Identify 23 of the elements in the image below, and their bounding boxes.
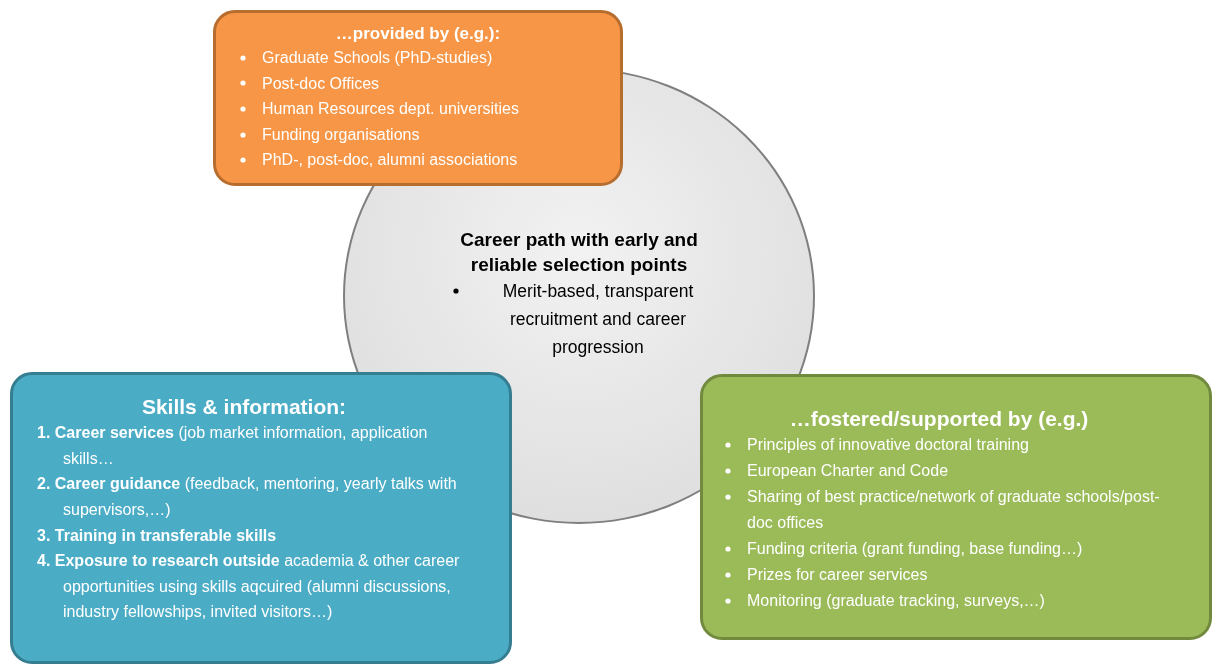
info-box bbox=[700, 374, 1212, 640]
heading: Skills & information: bbox=[140, 394, 348, 420]
bullet-item: Graduate Schools (PhD-studies) bbox=[262, 48, 494, 69]
numbered-item: 1. Career services (job market information, application skills… bbox=[36, 423, 429, 469]
bullet-item: Monitoring (graduate tracking, surveys,…) bbox=[747, 590, 1046, 611]
bullet-item: Post-doc Offices bbox=[262, 73, 381, 94]
bullet-item: Principles of innovative doctoral training bbox=[747, 435, 1030, 456]
heading: …fostered/supported by (e.g.) bbox=[788, 406, 1090, 432]
bullet-item: Human Resources dept. universities bbox=[262, 99, 520, 120]
numbered-item: 3. Training in transferable skills bbox=[36, 525, 278, 546]
bullet-item: Sharing of best practice/network of graduate schools/post-doc offices bbox=[747, 487, 1161, 533]
numbered-item: 2. Career guidance (feedback, mentoring, yearly talks with supervisors,…) bbox=[36, 474, 458, 521]
bullet-item: Funding organisations bbox=[262, 124, 421, 145]
numbered-item: 4. Exposure to research outside academia & other career opportunities using skills aqcuired (alumni discussions, industry fellowships, invited visitors…) bbox=[36, 551, 461, 623]
bullet-item: Merit-based, transparent recruitment and career progression bbox=[501, 280, 695, 360]
bullet-item: Funding criteria (grant funding, base funding…) bbox=[747, 538, 1084, 559]
bullet-item: PhD-, post-doc, alumni associations bbox=[262, 150, 519, 171]
heading: Career path with early and reliable selection points bbox=[459, 228, 699, 277]
bullet-item: European Charter and Code bbox=[747, 461, 950, 482]
info-box bbox=[10, 372, 512, 664]
bullet-item: Prizes for career services bbox=[747, 564, 929, 585]
info-box bbox=[213, 10, 623, 186]
heading: …provided by (e.g.): bbox=[334, 23, 502, 45]
